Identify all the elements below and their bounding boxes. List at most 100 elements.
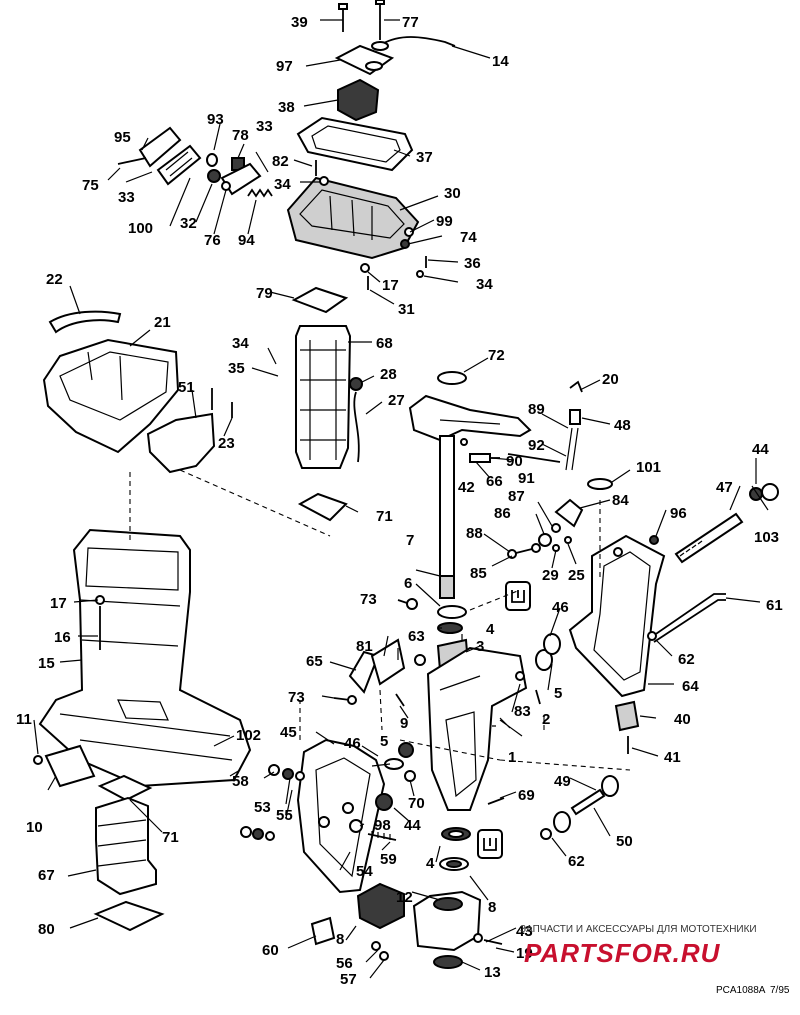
label-53: 53	[254, 799, 271, 816]
label-10: 10	[26, 819, 43, 836]
gasket-71a	[297, 492, 348, 522]
label-39: 39	[291, 14, 308, 31]
label-65: 65	[306, 653, 323, 670]
label-8a: 8	[488, 899, 496, 916]
leader-lines	[33, 19, 769, 979]
label-63: 63	[408, 628, 425, 645]
label-44a: 44	[752, 441, 769, 458]
clamp-12	[412, 890, 482, 952]
label-96: 96	[670, 505, 687, 522]
label-33a: 33	[256, 118, 273, 135]
tube-47	[674, 512, 744, 564]
watermark-brand-logo: PARTSFOR.RU	[524, 938, 721, 968]
label-46b: 46	[344, 735, 361, 752]
midsection-15	[38, 528, 252, 788]
gasket-80	[93, 900, 165, 932]
cap-72	[437, 371, 467, 385]
label-76: 76	[204, 232, 221, 249]
label-25: 25	[568, 567, 585, 584]
label-5b: 5	[380, 733, 388, 750]
label-31: 31	[398, 301, 415, 318]
seal-22	[48, 310, 122, 334]
grease-icon	[505, 581, 531, 611]
label-92: 92	[528, 437, 545, 454]
label-2: 2	[542, 711, 550, 728]
label-69: 69	[518, 787, 535, 804]
ring-32	[207, 169, 221, 183]
seal-13	[433, 955, 463, 969]
exhaust-housing-68	[295, 325, 352, 469]
gasket-71b	[97, 774, 153, 802]
label-30: 30	[444, 185, 461, 202]
ring-101	[587, 478, 613, 490]
label-62a: 62	[678, 651, 695, 668]
label-34a: 34	[274, 176, 291, 193]
label-38: 38	[278, 99, 295, 116]
watermark-caption: ЗАПЧАСТИ И АКСЕССУАРЫ ДЛЯ МОТОТЕХНИКИ	[520, 924, 757, 935]
label-41: 41	[664, 749, 681, 766]
label-88: 88	[466, 525, 483, 542]
label-98: 98	[374, 817, 391, 834]
label-78: 78	[232, 127, 249, 144]
bracket-84	[554, 498, 584, 528]
label-6: 6	[404, 575, 412, 592]
label-86: 86	[494, 505, 511, 522]
label-68: 68	[376, 335, 393, 352]
label-59: 59	[380, 851, 397, 868]
label-8b: 8	[336, 931, 344, 948]
label-46a: 46	[552, 599, 569, 616]
label-77: 77	[402, 14, 419, 31]
label-47: 47	[716, 479, 733, 496]
label-1: 1	[508, 749, 516, 766]
label-94: 94	[238, 232, 255, 249]
gasket-37	[296, 116, 414, 172]
label-93: 93	[207, 111, 224, 128]
label-80: 80	[38, 921, 55, 938]
label-42: 42	[458, 479, 475, 496]
label-37: 37	[416, 149, 433, 166]
label-11: 11	[16, 711, 32, 728]
label-74: 74	[460, 229, 477, 246]
label-32: 32	[180, 215, 197, 232]
label-64a: 64	[682, 678, 699, 695]
label-57: 57	[340, 971, 357, 988]
label-22: 22	[46, 271, 63, 288]
label-29: 29	[542, 567, 559, 584]
label-16: 16	[54, 629, 71, 646]
label-43: 43	[516, 923, 533, 940]
label-33b: 33	[118, 189, 135, 206]
pad-40	[614, 700, 640, 732]
footer-code: PCA1088A	[716, 985, 766, 996]
steering-arm	[408, 394, 532, 442]
pin-49	[570, 788, 606, 816]
tube-27	[353, 391, 360, 463]
label-103: 103	[754, 529, 779, 546]
swivel-bracket-1	[414, 646, 528, 811]
footer-date: 7/95	[770, 985, 790, 996]
label-14: 14	[492, 53, 509, 70]
label-56: 56	[336, 955, 353, 972]
label-48: 48	[614, 417, 631, 434]
label-5a: 5	[554, 685, 562, 702]
stern-bracket-64	[568, 534, 666, 698]
label-40: 40	[674, 711, 691, 728]
bolt-39	[338, 3, 348, 32]
label-67: 67	[38, 867, 55, 884]
panel-51	[146, 412, 216, 474]
label-54: 54	[356, 863, 373, 880]
label-15: 15	[38, 655, 55, 672]
label-83: 83	[514, 703, 531, 720]
housing-67	[95, 796, 157, 896]
label-4a: 4	[486, 621, 495, 638]
cowl-21	[42, 338, 180, 454]
label-84: 84	[612, 492, 629, 509]
label-34c: 34	[232, 335, 249, 352]
bracket-30	[286, 176, 420, 260]
plate-95	[138, 126, 182, 168]
label-50: 50	[616, 833, 633, 850]
label-34b: 34	[476, 276, 493, 293]
label-90: 90	[506, 453, 523, 470]
label-73b: 73	[288, 689, 305, 706]
label-91: 91	[518, 470, 535, 487]
